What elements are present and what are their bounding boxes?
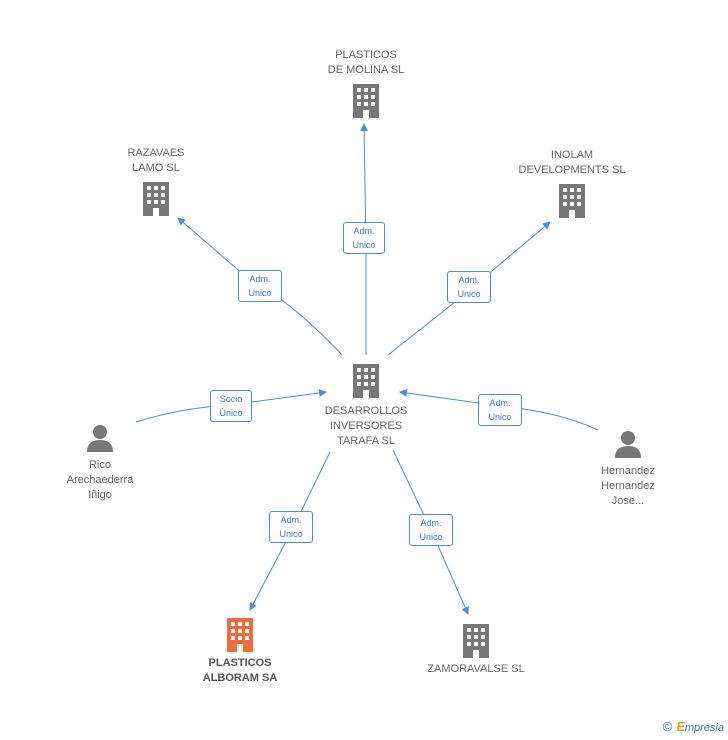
company-node-inolam[interactable]: INOLAM DEVELOPMENTS SL: [519, 146, 625, 223]
company-name: RAZAVAES LAMO SL: [127, 147, 185, 174]
building-icon: [351, 84, 381, 123]
company-node-zamoravalse[interactable]: ZAMORAVALSE SL: [426, 624, 526, 684]
building-icon: [461, 624, 491, 663]
company-name: PLASTICOS ALBORAM SA: [202, 657, 278, 684]
edge-label-to-razavaes[interactable]: Adm.Unico: [238, 270, 282, 302]
edge-label-to-zamoravalse[interactable]: Adm.Unico: [409, 514, 453, 546]
company-name: INOLAM DEVELOPMENTS SL: [518, 149, 626, 176]
building-icon: [225, 618, 255, 657]
building-icon: [351, 364, 381, 403]
person-name: Hernandez Hernandez Jose...: [601, 465, 655, 507]
company-name: PLASTICOS DE MOLINA SL: [327, 49, 405, 76]
copyright-icon: ©: [662, 719, 673, 734]
company-node-razavaes[interactable]: RAZAVAES LAMO SL: [106, 144, 206, 218]
person-name: Rico Arechaederra Iñigo: [66, 459, 134, 501]
building-icon: [557, 184, 587, 223]
edge-label-to-molina[interactable]: Adm.Unico: [343, 222, 385, 254]
center-company-name: DESARROLLOS INVERSORES TARAFA SL: [324, 405, 408, 447]
person-icon: [614, 430, 642, 463]
company-name: ZAMORAVALSE SL: [427, 663, 525, 675]
person-icon: [86, 424, 114, 457]
edge-label-from-hernandez[interactable]: Adm.Unico: [478, 394, 522, 426]
edge-label-to-inolam[interactable]: Adm.Unico: [447, 271, 491, 303]
person-node-hernandez[interactable]: Hernandez Hernandez Jose...: [578, 430, 678, 510]
center-company-node[interactable]: DESARROLLOS INVERSORES TARAFA SL: [316, 362, 416, 452]
building-icon: [141, 182, 171, 221]
brand-logo-text: mpresia: [684, 722, 724, 734]
company-node-plasticos-alboram[interactable]: PLASTICOS ALBORAM SA: [190, 618, 290, 688]
company-node-plasticos-molina[interactable]: PLASTICOS DE MOLINA SL: [316, 46, 416, 120]
person-node-rico[interactable]: Rico Arechaederra Iñigo: [50, 424, 150, 504]
edge-label-to-alboram[interactable]: Adm.Unico: [269, 511, 313, 543]
footer-brand[interactable]: ©Empresia: [663, 719, 724, 734]
brand-logo-initial: E: [676, 719, 685, 734]
